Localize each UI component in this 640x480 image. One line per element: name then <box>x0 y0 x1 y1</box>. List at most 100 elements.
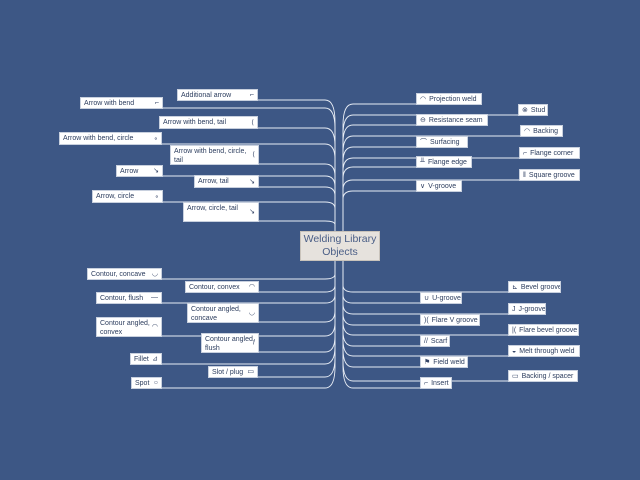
contour-angled-flush-icon: / <box>253 339 255 347</box>
topic-label: Slot / plug <box>212 369 244 376</box>
topic-contour-concave[interactable]: Contour, concave ◡ <box>87 268 162 280</box>
topic-flare-v-groove[interactable]: )(Flare V groove <box>420 314 480 326</box>
central-topic-label: Welding Library Objects <box>303 233 377 258</box>
topic-backing[interactable]: ◠Backing <box>520 125 563 137</box>
flange-corner-icon: ⌐ <box>523 150 528 157</box>
contour-angled-convex-icon: ◠ <box>151 323 158 331</box>
connector-backing <box>342 135 563 246</box>
j-groove-icon: J <box>512 306 516 313</box>
topic-arrow-tail[interactable]: Arrow, tail↘ <box>194 175 259 188</box>
topic-label: Bevel groove <box>520 284 561 291</box>
topic-contour-angled-convex[interactable]: Contour angled, convex◠ <box>96 317 162 337</box>
topic-u-groove[interactable]: ∪U-groove <box>420 292 462 304</box>
topic-scarf[interactable]: //Scarf <box>420 335 450 347</box>
topic-arrow-with-bend-circle-tail[interactable]: Arrow with bend, circle, tail⟨ <box>170 145 259 165</box>
flare-bevel-groove-icon: |( <box>512 327 517 334</box>
topic-label: Flare V groove <box>431 317 478 324</box>
arrow-icon: ↘ <box>153 167 159 175</box>
arrow-with-bend-circle-tail-icon: ⟨ <box>252 151 255 159</box>
topic-field-weld[interactable]: ⚑Field weld <box>420 356 468 368</box>
topic-label: U-groove <box>432 295 461 302</box>
u-groove-icon: ∪ <box>424 295 430 302</box>
connector-insert <box>342 246 452 389</box>
flare-v-groove-icon: )( <box>424 317 429 324</box>
surfacing-icon: ⌒ <box>420 139 427 146</box>
additional-arrow-icon: ⌐ <box>249 91 254 99</box>
topic-fillet[interactable]: Fillet⊿ <box>130 353 162 365</box>
spot-icon: ○ <box>153 379 158 387</box>
topic-label: Field weld <box>433 359 465 366</box>
connector-resistance-seam <box>342 124 488 246</box>
topic-square-groove[interactable]: ‖Square groove <box>519 169 580 181</box>
backing-icon: ◠ <box>524 128 531 135</box>
connector-arrow-with-bend-circle <box>59 143 336 246</box>
contour-flush-icon: — <box>151 294 158 302</box>
topic-stud[interactable]: ⊗Stud <box>518 104 548 116</box>
topic-arrow-with-bend[interactable]: Arrow with bend ⌐ <box>80 97 163 109</box>
topic-label: J-groove <box>518 306 546 313</box>
flange-edge-icon: ╨ <box>420 159 425 166</box>
topic-arrow-circle-tail[interactable]: Arrow, circle, tail↘ <box>183 202 259 222</box>
topic-bevel-groove[interactable]: ⊾Bevel groove <box>508 281 561 293</box>
topic-label: Arrow with bend, tail <box>163 119 227 126</box>
connector-arrow-circle <box>92 201 336 246</box>
topic-backing-spacer[interactable]: ▭Backing / spacer <box>508 370 578 382</box>
slot-plug-icon: ▭ <box>247 368 254 376</box>
melt-through-weld-icon: ◒ <box>512 348 517 355</box>
topic-label: Fillet <box>134 356 149 363</box>
connector-surfacing <box>342 146 468 246</box>
topic-label: Flange edge <box>427 159 467 166</box>
topic-flare-bevel-groove[interactable]: |(Flare bevel groove <box>508 324 579 336</box>
connector-projection-weld <box>342 103 482 246</box>
topic-additional-arrow[interactable]: Additional arrow⌐ <box>177 89 258 101</box>
topic-flange-corner[interactable]: ⌐Flange corner <box>519 147 580 159</box>
arrow-with-bend-icon: ⌐ <box>154 99 159 107</box>
arrow-with-bend-circle-icon: ∘ <box>153 135 158 142</box>
connector-arrow-with-bend-circle-tail <box>170 163 336 246</box>
topic-flange-edge[interactable]: ╨Flange edge <box>416 156 472 168</box>
topic-label: Contour, convex <box>189 284 240 291</box>
topic-slot-plug[interactable]: Slot / plug▭ <box>208 366 258 378</box>
topic-contour-angled-flush[interactable]: Contour angled, flush/ <box>201 333 259 353</box>
topic-contour-flush[interactable]: Contour, flush— <box>96 292 162 304</box>
topic-insert[interactable]: ⌐Insert <box>420 377 452 389</box>
topic-label: Backing <box>533 128 559 135</box>
topic-label: Arrow, tail <box>198 178 229 185</box>
topic-spot[interactable]: Spot○ <box>131 377 162 389</box>
scarf-icon: // <box>424 338 428 345</box>
topic-v-groove[interactable]: ∨V-groove <box>416 180 462 192</box>
contour-convex-icon: ◠ <box>248 283 255 291</box>
connector-stud <box>342 114 548 246</box>
topic-label: Arrow with bend, circle <box>63 135 134 142</box>
topic-label: Backing / spacer <box>521 373 574 380</box>
topic-label: Arrow, circle, tail <box>187 205 238 212</box>
topic-label: Contour angled, flush <box>205 336 255 352</box>
topic-arrow-with-bend-tail[interactable]: Arrow with bend, tail ⟨ <box>159 116 258 129</box>
connector-field-weld <box>342 246 468 368</box>
topic-label: Arrow with bend <box>84 100 135 107</box>
topic-label: Flange corner <box>530 150 574 157</box>
arrow-with-bend-tail-icon: ⟨ <box>251 119 254 126</box>
central-topic[interactable]: Welding Library Objects <box>300 231 380 261</box>
topic-arrow-circle[interactable]: Arrow, circle∘ <box>92 190 163 203</box>
topic-surfacing[interactable]: ⌒Surfacing <box>416 136 468 148</box>
topic-projection-weld[interactable]: ◠Projection weld <box>416 93 482 105</box>
connector-spot <box>131 246 336 389</box>
contour-angled-concave-icon: ◡ <box>248 309 255 317</box>
topic-label: Stud <box>530 107 546 114</box>
topic-label: Arrow <box>120 168 139 175</box>
topic-arrow[interactable]: Arrow ↘ <box>116 165 163 177</box>
topic-label: Resistance seam <box>428 117 483 124</box>
topic-arrow-with-bend-circle[interactable]: Arrow with bend, circle ∘ <box>59 132 162 145</box>
connector-v-groove <box>342 190 462 246</box>
connector-arrow-with-bend <box>80 107 336 246</box>
contour-concave-icon: ◡ <box>151 270 158 278</box>
topic-melt-through-weld[interactable]: ◒Melt through weld <box>508 345 580 357</box>
topic-label: Contour, concave <box>91 271 146 278</box>
stud-icon: ⊗ <box>522 107 528 114</box>
topic-contour-angled-concave[interactable]: Contour angled, concave◡ <box>187 303 259 323</box>
topic-resistance-seam[interactable]: ⊖Resistance seam <box>416 114 488 126</box>
topic-contour-convex[interactable]: Contour, convex ◠ <box>185 281 259 293</box>
topic-label: Surfacing <box>430 139 460 146</box>
